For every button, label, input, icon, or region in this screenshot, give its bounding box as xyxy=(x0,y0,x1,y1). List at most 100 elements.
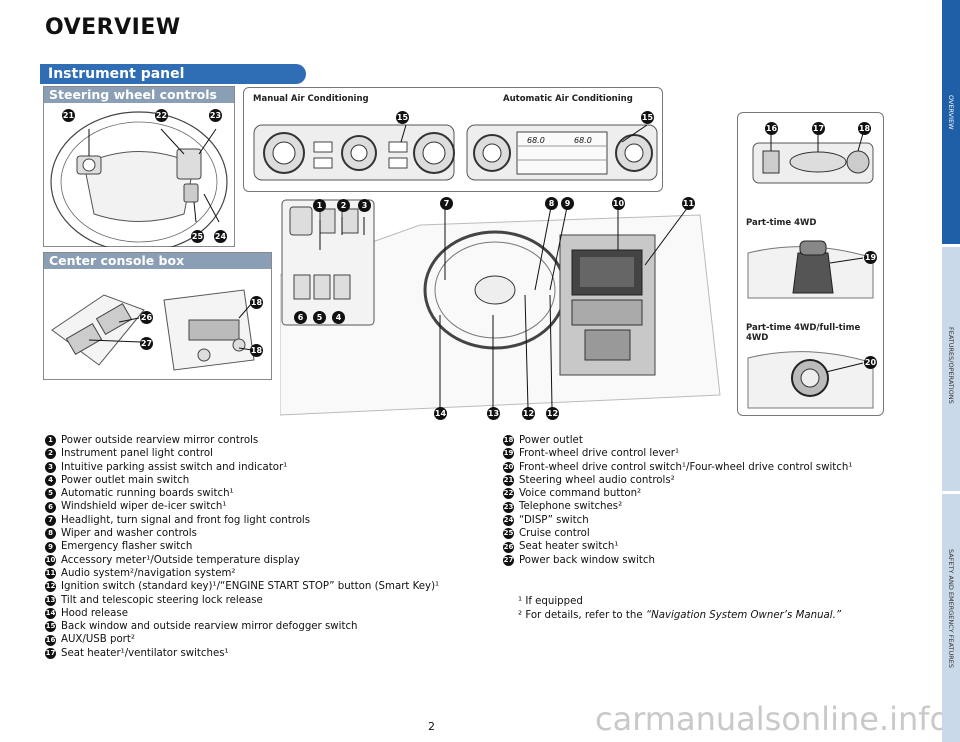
legend-text: Ignition switch (standard key)¹/“ENGINE … xyxy=(61,581,440,593)
legend-number-badge: 26 xyxy=(503,541,514,553)
legend-text: Automatic running boards switch¹ xyxy=(61,488,234,500)
legend-number-badge: 8 xyxy=(45,528,56,540)
side-tabs: OVERVIEW FEATURES/OPERATIONS SAFETY AND … xyxy=(942,0,960,742)
callout-15a: 15 xyxy=(396,111,409,124)
legend-number-badge: 6 xyxy=(45,501,56,513)
footnote-1: ¹ If equipped xyxy=(518,596,583,607)
page-title: OVERVIEW xyxy=(45,15,181,40)
tab-features-operations[interactable]: FEATURES/OPERATIONS xyxy=(942,247,960,491)
callout-24: 24 xyxy=(214,230,227,243)
legend-number-badge: 3 xyxy=(45,461,56,473)
callout-15b: 15 xyxy=(641,111,654,124)
tab-features-label: FEATURES/OPERATIONS xyxy=(947,327,955,404)
legend-number-badge: 27 xyxy=(503,554,514,566)
legend-text: Cruise control xyxy=(519,528,590,540)
legend-text: Seat heater¹/ventilator switches¹ xyxy=(61,647,229,659)
legend-number-badge: 12 xyxy=(45,581,56,593)
callout-7: 7 xyxy=(440,197,453,210)
auto-ac-temp-left: 68.0 xyxy=(527,136,545,145)
callout-14: 14 xyxy=(434,407,447,420)
footnote-2-prefix: ² For details, refer to the xyxy=(518,609,646,621)
legend-item: 4 Power outlet main switch xyxy=(45,474,485,487)
legend-item: 5 Automatic running boards switch¹ xyxy=(45,487,485,500)
callout-3: 3 xyxy=(358,199,371,212)
callout-21: 21 xyxy=(62,109,75,122)
legend-text: Tilt and telescopic steering lock releas… xyxy=(61,594,263,606)
legend-number-badge: 14 xyxy=(45,608,56,619)
manual-ac-illustration xyxy=(253,124,455,181)
steering-panel: Steering wheel controls 21 22 23 25 24 xyxy=(43,86,235,247)
legend-item: 1 Power outside rearview mirror controls xyxy=(45,434,485,447)
full-time-switch-illustration xyxy=(747,351,874,409)
legend-text: Seat heater switch¹ xyxy=(519,541,619,553)
legend-text: Front-wheel drive control switch¹/Four-w… xyxy=(519,461,853,473)
footnote-2-manual-title: “Navigation System Owner’s Manual.” xyxy=(645,609,842,621)
legend-text: Power outlet xyxy=(519,435,583,446)
legend-number-badge: 19 xyxy=(503,448,514,460)
legend-text: Intuitive parking assist switch and indi… xyxy=(61,461,288,473)
legend-item: 11 Audio system²/navigation system² xyxy=(45,567,485,580)
steering-title: Steering wheel controls xyxy=(44,87,234,103)
legend-text: Emergency flasher switch xyxy=(61,541,193,553)
tab-overview-label: OVERVIEW xyxy=(947,95,955,130)
legend-text: Windshield wiper de-icer switch¹ xyxy=(61,501,227,513)
seat-heater-illustration xyxy=(752,129,874,184)
legend-number-badge: 11 xyxy=(45,568,56,580)
legend-text: Headlight, turn signal and front fog lig… xyxy=(61,514,311,526)
auto-ac-label: Automatic Air Conditioning xyxy=(503,94,633,104)
legend-text: Hood release xyxy=(61,607,128,619)
page-number: 2 xyxy=(428,720,435,733)
callout-26: 26 xyxy=(140,311,153,324)
full-time-label: Part-time 4WD/full-time 4WD xyxy=(746,323,861,343)
legend-text: Audio system²/navigation system² xyxy=(61,567,236,579)
tab-safety-emergency[interactable]: SAFETY AND EMERGENCY FEATURES xyxy=(942,494,960,742)
callout-27: 27 xyxy=(140,337,153,350)
callout-25: 25 xyxy=(191,230,204,243)
callout-11: 11 xyxy=(682,197,695,210)
footnote-2: ² For details, refer to the “Navigation … xyxy=(518,609,841,623)
legend-number-badge: 1 xyxy=(45,435,56,447)
legend-item: 24“DISP” switch xyxy=(503,514,863,527)
legend-item: 12 Ignition switch (standard key)¹/“ENGIN… xyxy=(45,580,485,593)
tab-overview[interactable]: OVERVIEW xyxy=(942,0,960,244)
legend-number-badge: 10 xyxy=(45,554,56,566)
console-illustration xyxy=(51,289,255,371)
legend-text: Power outlet main switch xyxy=(61,474,190,486)
legend-number-badge: 4 xyxy=(45,475,56,487)
legend-item: 26 Seat heater switch¹ xyxy=(503,540,863,553)
legend-text: Voice command button² xyxy=(519,488,642,500)
manual-ac-label: Manual Air Conditioning xyxy=(253,94,369,104)
legend-number-badge: 21 xyxy=(503,475,514,487)
callout-19: 19 xyxy=(864,251,877,264)
dashboard-illustration xyxy=(280,199,721,416)
legend-number-badge: 5 xyxy=(45,488,56,500)
callout-4: 4 xyxy=(332,311,345,324)
auto-ac-illustration xyxy=(466,124,658,181)
legend-text: Power outside rearview mirror controls xyxy=(61,435,259,446)
callout-6: 6 xyxy=(294,311,307,324)
callout-18a: 18 xyxy=(250,296,263,309)
air-conditioning-panel: Manual Air Conditioning Automatic Air Co… xyxy=(243,87,663,192)
part-time-label: Part-time 4WD xyxy=(746,218,817,228)
legend-text: Telephone switches² xyxy=(519,501,623,513)
steering-wheel-illustration xyxy=(50,111,228,247)
callout-8: 8 xyxy=(545,197,558,210)
legend-text: Accessory meter¹/Outside temperature dis… xyxy=(61,554,300,566)
callout-18b: 18 xyxy=(250,344,263,357)
legend-text: Instrument panel light control xyxy=(61,448,213,460)
legend-number-badge: 16 xyxy=(45,634,56,646)
legend-item: 6 Windshield wiper de-icer switch¹ xyxy=(45,500,485,513)
